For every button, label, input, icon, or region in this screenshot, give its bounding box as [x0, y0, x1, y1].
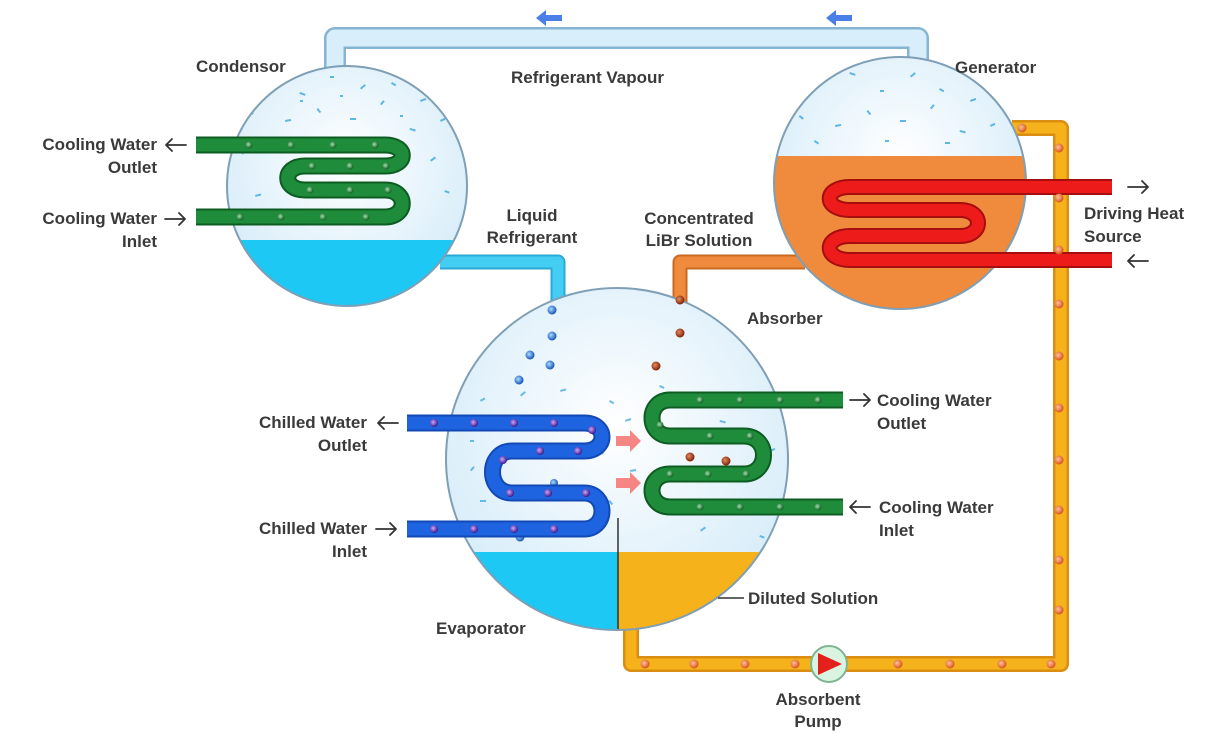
- cond-cw-outlet-label-1: Cooling Water: [42, 135, 157, 154]
- diluted-solution-pipe: [623, 120, 1069, 672]
- chilled-inlet-label-2: Inlet: [332, 542, 367, 561]
- abs-cw-inlet-label-1: Cooling Water: [879, 498, 994, 517]
- io-arrows: [164, 138, 1149, 536]
- liquid-refrigerant-label-1: Liquid: [507, 206, 558, 225]
- flow-arrow-icon: [616, 430, 641, 494]
- chilled-inlet-label-1: Chilled Water: [259, 519, 367, 538]
- flow-arrow-icon: [536, 10, 852, 26]
- liquid-refrigerant-label-2: Refrigerant: [487, 228, 578, 247]
- driving-heat-label-1: Driving Heat: [1084, 204, 1184, 223]
- pump-label-1: Absorbent: [776, 690, 861, 709]
- absorber-label: Absorber: [747, 309, 823, 328]
- arrow-left-icon: [1127, 254, 1149, 268]
- cond-cw-inlet-label-1: Cooling Water: [42, 209, 157, 228]
- generator-label: Generator: [955, 58, 1037, 77]
- abs-cw-outlet-label-1: Cooling Water: [877, 391, 992, 410]
- arrow-left-icon: [377, 416, 399, 430]
- pump-label-2: Pump: [794, 712, 841, 731]
- absorber-cooling-coil: [643, 391, 843, 516]
- concentrated-label-2: LiBr Solution: [646, 231, 753, 250]
- driving-heat-label-2: Source: [1084, 227, 1142, 246]
- arrow-right-icon: [164, 212, 186, 226]
- driving-heat-coil: [822, 179, 1112, 268]
- refrigerant-vapour-label: Refrigerant Vapour: [511, 68, 664, 87]
- chilled-outlet-label-2: Outlet: [318, 436, 367, 455]
- diluted-solution-label: Diluted Solution: [748, 589, 878, 608]
- cond-cw-inlet-label-2: Inlet: [122, 232, 157, 251]
- labels: Condensor Refrigerant Vapour Generator C…: [42, 57, 1184, 731]
- arrow-right-icon: [1127, 180, 1149, 194]
- coil-dots: [236, 141, 392, 221]
- solution-dots: [640, 123, 1064, 669]
- condensor-label: Condensor: [196, 57, 286, 76]
- cond-cw-outlet-label-2: Outlet: [108, 158, 157, 177]
- arrow-left-icon: [165, 138, 187, 152]
- condensor-cooling-coil: [196, 136, 411, 226]
- coil-dots: [656, 396, 822, 511]
- arrow-right-icon: [375, 522, 397, 536]
- arrow-left-icon: [849, 500, 871, 514]
- abs-cw-outlet-label-2: Outlet: [877, 414, 926, 433]
- evaporator-label: Evaporator: [436, 619, 526, 638]
- pump-icon: [810, 645, 848, 683]
- concentrated-label-1: Concentrated: [644, 209, 754, 228]
- coil-dots: [430, 419, 596, 533]
- arrow-right-icon: [849, 393, 871, 407]
- chilled-water-coil: [407, 414, 611, 538]
- chilled-outlet-label-1: Chilled Water: [259, 413, 367, 432]
- abs-cw-inlet-label-2: Inlet: [879, 521, 914, 540]
